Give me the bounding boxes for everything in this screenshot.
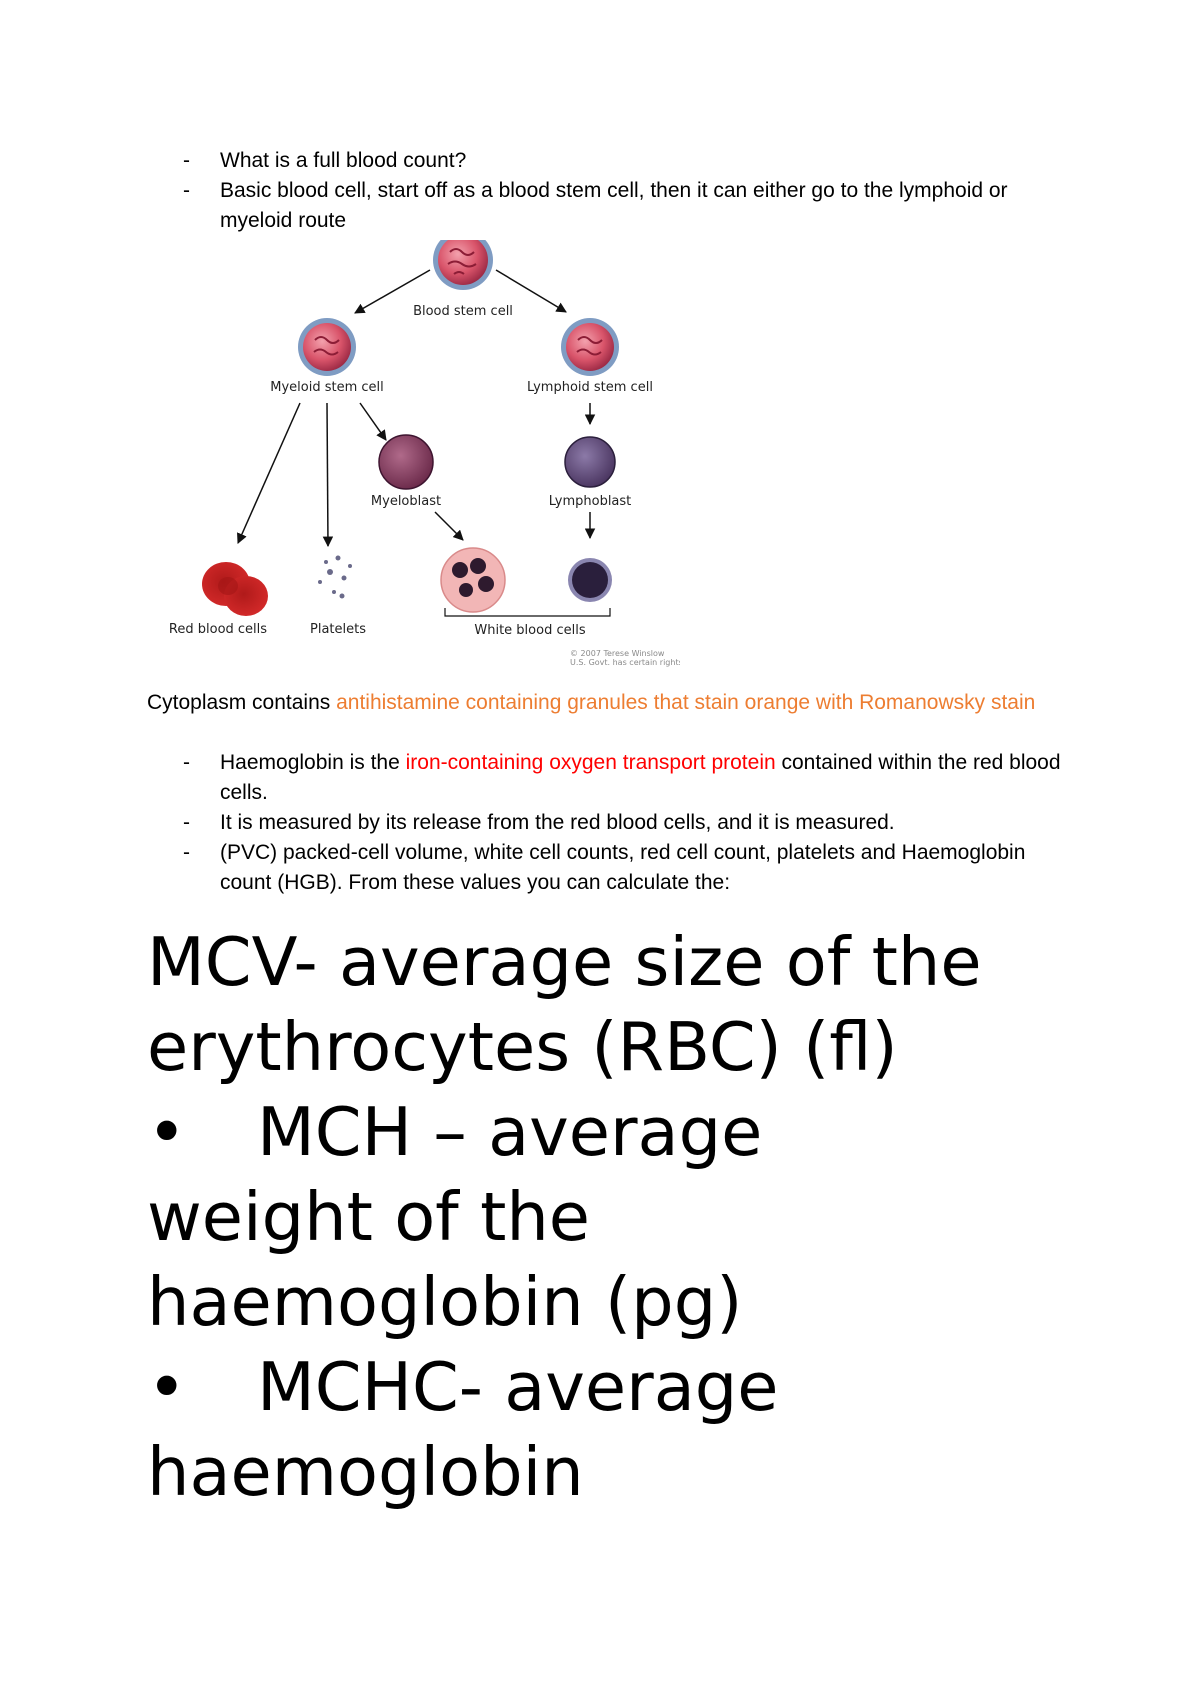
bullet-text: (PVC) packed-cell volume, white cell cou…	[220, 841, 1026, 894]
large-definitions: MCV- average size of the erythrocytes (R…	[147, 920, 1157, 1515]
bullet-dash: -	[183, 149, 190, 172]
blood-stem-cell-icon	[433, 240, 493, 290]
myeloid-stem-cell-icon	[298, 318, 356, 376]
bullet-glyph: •	[147, 1093, 187, 1171]
label-myeloblast: Myeloblast	[371, 494, 441, 509]
label-blood-stem-cell: Blood stem cell	[413, 304, 513, 319]
lymphoblast-icon	[564, 436, 616, 488]
mch-line: weight of the	[147, 1178, 591, 1256]
list-item: - Basic blood cell, start off as a blood …	[150, 176, 1080, 236]
list-item: - What is a full blood count?	[150, 146, 1080, 176]
mch-item: • MCH – average	[147, 1090, 1157, 1175]
label-red-blood-cells: Red blood cells	[169, 622, 267, 637]
cytoplasm-highlight: antihistamine containing granules that s…	[336, 691, 1036, 714]
label-platelets: Platelets	[310, 622, 366, 637]
mch-text: MCH – average	[257, 1093, 763, 1171]
red-blood-cells-icon	[202, 562, 268, 616]
mch-line: haemoglobin (pg)	[147, 1263, 743, 1341]
lymphoid-stem-cell-icon	[561, 318, 619, 376]
bullet-dash: -	[183, 751, 190, 774]
arrow-to-platelets	[322, 402, 334, 548]
cytoplasm-paragraph: Cytoplasm contains antihistamine contain…	[147, 688, 1067, 718]
copyright-line: © 2007 Terese Winslow	[570, 649, 665, 658]
platelets-icon	[318, 555, 352, 599]
bullet-dash: -	[183, 841, 190, 864]
label-lymphoid-stem-cell: Lymphoid stem cell	[527, 380, 653, 395]
bullet-text: contained within the red blood cells.	[220, 751, 1061, 804]
list-item: - Haemoglobin is the iron-containing oxyg…	[150, 748, 1080, 808]
bullet-dash: -	[183, 179, 190, 202]
intro-bullet-list: - What is a full blood count? - Basic bloo…	[150, 146, 1080, 236]
blood-cell-lineage-diagram: Blood stem cell Myeloid stem cell Lympho…	[169, 240, 680, 667]
label-white-blood-cells: White blood cells	[474, 623, 585, 638]
copyright-line: U.S. Govt. has certain rights	[570, 658, 680, 667]
label-myeloid-stem-cell: Myeloid stem cell	[270, 380, 384, 395]
cytoplasm-prefix: Cytoplasm contains	[147, 691, 337, 714]
mchc-item: • MCHC- average	[147, 1345, 1157, 1430]
arrow-to-neutrophil	[434, 511, 464, 541]
bullet-text: What is a full blood count?	[220, 149, 467, 172]
bullet-glyph: •	[147, 1348, 187, 1426]
list-item: - It is measured by its release from the …	[150, 808, 1080, 838]
myeloblast-icon	[378, 434, 434, 490]
mcv-line: erythrocytes (RBC) (fl)	[147, 1008, 898, 1086]
arrow-to-myeloblast	[359, 402, 387, 441]
arrow-to-red-blood-cells	[237, 402, 301, 544]
bullet-text: Haemoglobin is the	[220, 751, 406, 774]
lymphocyte-icon	[568, 558, 612, 602]
bullet-dash: -	[183, 811, 190, 834]
arrow-to-myeloid	[354, 269, 431, 314]
bullet-text: It is measured by its release from the r…	[220, 811, 895, 834]
mchc-text: MCHC- average	[257, 1348, 779, 1426]
bullet-highlight: iron-containing oxygen transport protein	[405, 751, 776, 774]
white-blood-cells-bracket	[444, 608, 611, 617]
bullet-text: Basic blood cell, start off as a blood s…	[220, 179, 1008, 232]
label-lymphoblast: Lymphoblast	[549, 494, 632, 509]
neutrophil-icon	[440, 547, 506, 613]
mcv-line: MCV- average size of the	[147, 923, 982, 1001]
mchc-line: haemoglobin	[147, 1433, 584, 1511]
arrow-to-lymphoid	[495, 269, 567, 313]
haemoglobin-bullet-list: - Haemoglobin is the iron-containing oxyg…	[150, 748, 1080, 898]
list-item: - (PVC) packed-cell volume, white cell co…	[150, 838, 1080, 898]
